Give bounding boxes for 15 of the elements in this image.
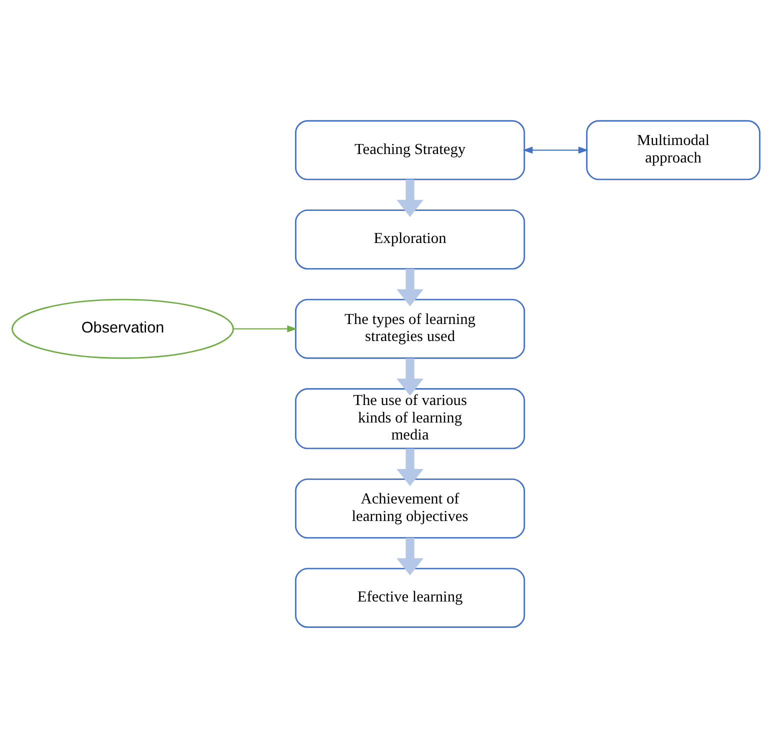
- node-box: Teaching Strategy: [294, 120, 526, 180]
- arrow: [396, 180, 424, 217]
- arrow: [396, 268, 424, 306]
- arrow: [396, 448, 424, 486]
- node-box: Efective learning: [294, 568, 526, 628]
- arrow: [522, 146, 588, 154]
- node-ellipse: Observation: [12, 298, 234, 359]
- arrow: [396, 538, 424, 576]
- node-box: The use of various kinds of learning media: [294, 388, 526, 450]
- arrow: [396, 358, 424, 396]
- arrow: [233, 325, 298, 332]
- node-box: Multimodal approach: [586, 120, 760, 180]
- node-box: Achievement of learning objectives: [294, 478, 526, 539]
- node-box: The types of learning strategies used: [294, 298, 526, 359]
- node-box: Exploration: [294, 209, 526, 270]
